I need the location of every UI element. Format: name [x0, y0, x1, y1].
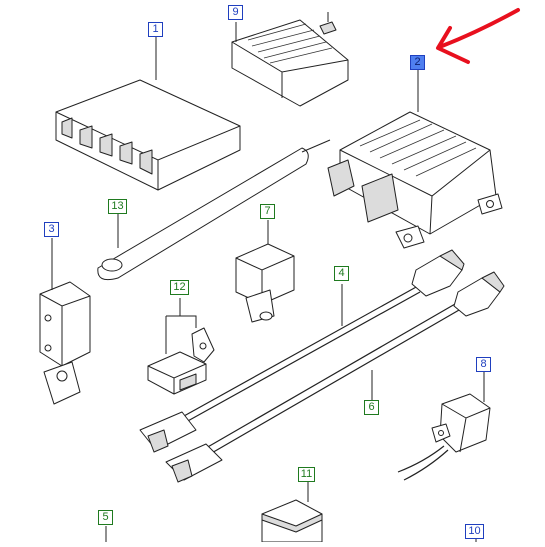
part-label-5[interactable]: 5 [98, 510, 113, 525]
part-label-2[interactable]: 2 [410, 55, 425, 70]
part-label-6[interactable]: 6 [364, 400, 379, 415]
part-4-6-harness-drawing [139, 249, 505, 483]
part-label-4[interactable]: 4 [334, 266, 349, 281]
part-label-1[interactable]: 1 [148, 22, 163, 37]
part-12-drawing [147, 298, 215, 395]
part-label-10[interactable]: 10 [465, 524, 484, 539]
part-2-drawing [327, 70, 503, 249]
part-8-drawing [397, 372, 491, 481]
part-11-drawing [261, 482, 323, 543]
part-label-11[interactable]: 11 [298, 467, 315, 482]
part-13-drawing [97, 139, 331, 281]
part-label-3[interactable]: 3 [44, 222, 59, 237]
part-label-12[interactable]: 12 [170, 280, 189, 295]
part-label-9[interactable]: 9 [228, 5, 243, 20]
part-label-7[interactable]: 7 [260, 204, 275, 219]
annotation-arrow [436, 8, 520, 64]
part-1-drawing [55, 36, 241, 191]
part-3-drawing [39, 238, 91, 405]
part-label-8[interactable]: 8 [476, 357, 491, 372]
part-9-drawing [231, 12, 349, 107]
part-label-13[interactable]: 13 [108, 199, 127, 214]
part-7-drawing [235, 220, 295, 323]
